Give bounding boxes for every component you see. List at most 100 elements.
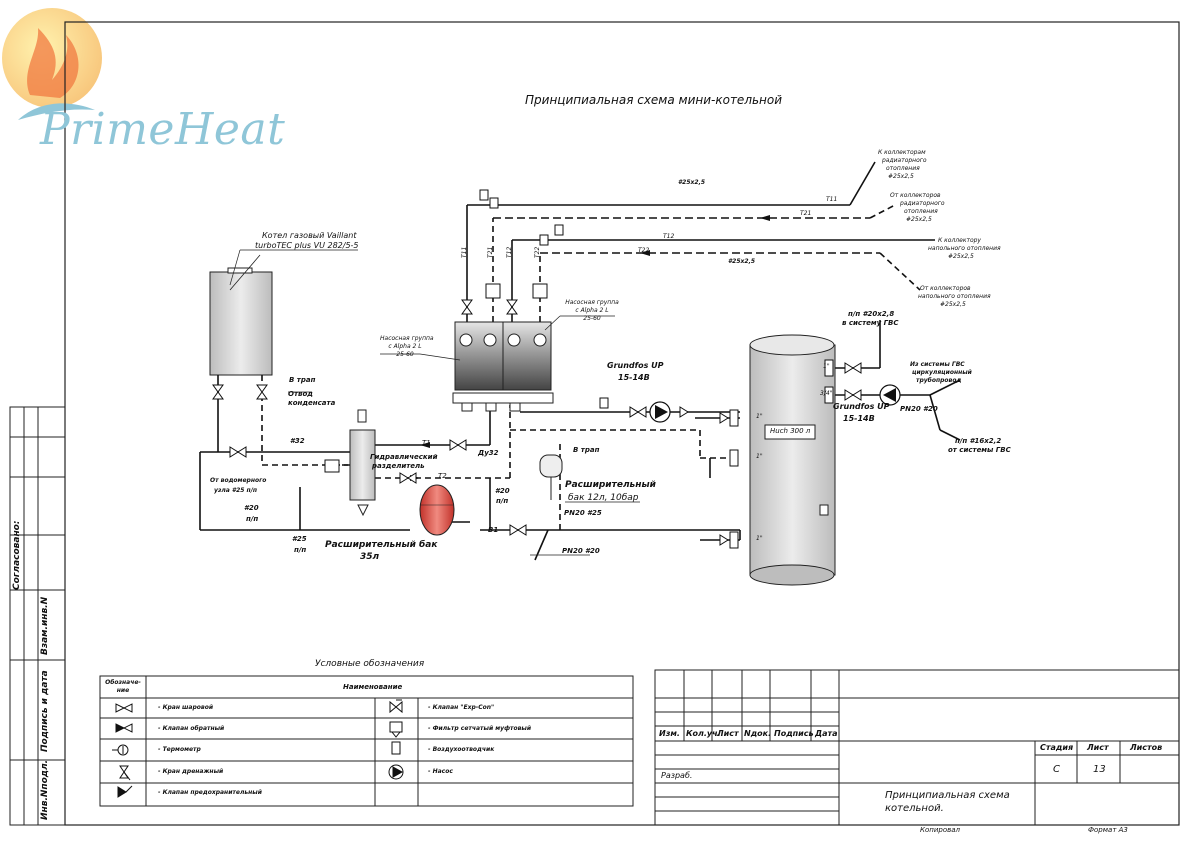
pump-group-left-3: 25-60 <box>396 351 414 358</box>
inch2-label: 3/4" <box>820 390 833 397</box>
pn20-25-label: PN20 #25 <box>564 509 602 517</box>
stamp-list-val: 13 <box>1093 764 1106 775</box>
floor-to-3: #25х2,5 <box>948 253 974 260</box>
stamp-stadiya-val: С <box>1053 764 1060 775</box>
stamp-stadiya: Стадия <box>1040 743 1074 752</box>
side-podpis: Подпись и дата <box>40 670 50 752</box>
v-t11-label: Т11 <box>461 246 468 258</box>
t22-label: Т22 <box>638 247 650 254</box>
condensate-label-2: конденсата <box>288 399 336 407</box>
stamp-kopiroval: Копировал <box>920 826 960 834</box>
d20b-2: п/п <box>496 497 509 505</box>
grundfos1-label-1: Grundfos UP <box>607 361 664 370</box>
side-inv: Инв.Nподл. <box>40 759 50 820</box>
air-vent-symbol-icon <box>391 741 401 755</box>
hydraulic-separator <box>349 409 376 517</box>
v-t22-label: Т22 <box>534 246 541 258</box>
stamp-listov: Листов <box>1130 743 1163 752</box>
floor-from-2: напольного отопления <box>918 293 991 300</box>
diagram-title: Принципиальная схема мини-котельной <box>525 93 783 107</box>
grundfos2-label-1: Grundfos UP <box>833 402 890 411</box>
boiler-label-2: turboTEC plus VU 282/5-5 <box>255 241 359 250</box>
safety-valve-symbol-icon <box>117 785 133 798</box>
b1-label: В1 <box>488 526 499 534</box>
rad-from-2: радиаторного <box>900 200 945 207</box>
rad-to-1: К коллекторам <box>878 149 926 156</box>
pump-group-left-1: Насосная группа <box>380 335 434 342</box>
exp35-label-1: Расширительный бак <box>325 540 438 550</box>
title-block <box>654 669 1180 826</box>
tank-label: Huch 300 л <box>770 427 811 435</box>
boiler-label-1: Котел газовый Vaillant <box>262 231 357 240</box>
floor-to-2: напольного отопления <box>928 245 1001 252</box>
stamp-title-2: котельной. <box>885 803 944 814</box>
brand-logo-text: PrimeHeat <box>40 104 286 155</box>
rad-from-3: отопления <box>904 208 938 215</box>
line-valves <box>212 359 862 549</box>
rad-to-2: радиаторного <box>882 157 927 164</box>
check-valve-symbol-icon <box>115 723 133 733</box>
inch5-label: 1" <box>756 535 763 542</box>
legend-item-drain-valve: - Кран дренажный <box>158 768 224 775</box>
pipe-25a: #25х2,5 <box>678 179 706 186</box>
t1-label: Т1 <box>422 439 431 447</box>
gvs-circ-3: трубопровод <box>916 377 962 384</box>
d20b-1: #20 <box>495 487 510 495</box>
legend-item-air-vent: - Воздухоотводчик <box>428 746 495 753</box>
v-t21-label: Т21 <box>487 246 494 258</box>
legend-title: Условные обозначения <box>315 659 425 669</box>
expansion-tank-12 <box>539 454 563 500</box>
hydro-label-1: Гидравлический <box>370 453 438 461</box>
stamp-hdr-izm: Изм. <box>659 729 680 738</box>
condensate-label-1: Отвод <box>288 390 313 398</box>
drain-valve-symbol-icon <box>119 765 131 781</box>
pn20-2-label: PN20 #20 <box>562 547 600 555</box>
legend-item-safety-valve: - Клапан предохранительный <box>158 789 262 796</box>
riser-valves <box>461 189 564 315</box>
inch3-label: 1" <box>756 413 763 420</box>
du32-label: Ду32 <box>478 449 499 457</box>
legend-item-strainer: - Фильтр сетчатый муфтовый <box>428 725 532 732</box>
trap2-label: В трап <box>573 446 600 454</box>
stamp-hdr-podpis: Подпись <box>774 729 814 738</box>
dhw-tank <box>749 334 836 586</box>
side-stamp <box>9 406 66 826</box>
rad-to-3: отопления <box>886 165 920 172</box>
hydro-label-2: разделитель <box>372 462 425 470</box>
pump-group-right-3: 25-60 <box>583 315 601 322</box>
inch4-label: 1" <box>756 453 763 460</box>
pump-groups <box>452 321 554 412</box>
logo-icon <box>2 8 102 120</box>
legend-table <box>99 675 634 807</box>
t11-label: Т11 <box>826 196 838 203</box>
floor-from-3: #25х2,5 <box>940 301 966 308</box>
stamp-hdr-kolvo: Кол.уч. <box>686 729 721 738</box>
legend-symbols <box>112 699 404 798</box>
pump-grundfos-2 <box>879 384 901 406</box>
stamp-razrab: Разраб. <box>661 771 693 780</box>
exp12-label-1: Расширительный <box>565 480 656 490</box>
legend-item-thermometer: - Термометр <box>158 746 201 753</box>
stamp-hdr-ndok: Nдок. <box>744 729 772 738</box>
grundfos1-label-2: 15-14B <box>618 373 650 382</box>
trap-label-1: В трап <box>289 376 316 384</box>
pn20-1-label: PN20 #20 <box>900 405 938 413</box>
inch1-label: 1" <box>823 363 830 370</box>
v-t12-label: Т12 <box>506 246 513 258</box>
leader-lines <box>229 249 640 556</box>
legend-item-pump: - Насос <box>428 768 453 775</box>
side-soglasovano: Согласовано: <box>12 520 22 590</box>
d25-2: п/п <box>294 546 307 554</box>
rad-from-4: #25х2,5 <box>906 216 932 223</box>
t21-label: Т21 <box>800 210 812 217</box>
pp20-8-label-1: п/п #20х2,8 <box>848 310 895 318</box>
pp20-8-label-2: в систему ГВС <box>842 319 899 327</box>
legend-col1-2: ние <box>116 687 130 694</box>
water-unit-1: От водомерного <box>210 477 267 484</box>
stamp-hdr-list: Лист <box>717 729 739 738</box>
gvs-circ-1: Из системы ГВС <box>910 361 965 368</box>
legend-item-ball-valve: - Кран шаровой <box>158 704 214 711</box>
legend-col2: Наименование <box>343 683 403 691</box>
stamp-title-1: Принципиальная схема <box>885 790 1010 801</box>
